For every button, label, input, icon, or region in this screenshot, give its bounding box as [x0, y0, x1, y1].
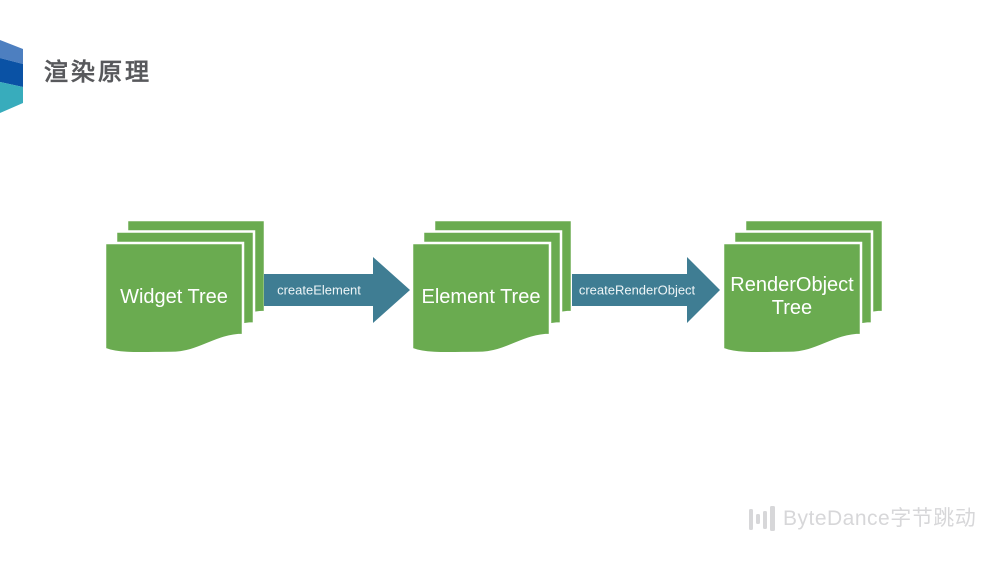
page-title: 渲染原理 — [44, 59, 152, 86]
brand-name-text: ByteDance字节跳动 — [783, 507, 977, 530]
node-label-widget-tree: Widget Tree — [120, 285, 228, 308]
block-arrow-shape — [572, 257, 720, 323]
bytedance-logo: ByteDance字节跳动 — [748, 502, 976, 532]
arrow-create-render-object — [572, 257, 720, 323]
document-shape-front — [105, 241, 245, 355]
accent-band-top — [0, 40, 23, 64]
widget-tree-stack — [105, 220, 265, 355]
arrow-label-create-render-object: createRenderObject — [578, 282, 696, 298]
element-tree-stack — [412, 220, 572, 355]
document-shape-front — [412, 241, 552, 355]
node-label-element-tree: Element Tree — [421, 285, 541, 308]
arrow-label-create-element: createElement — [277, 282, 361, 298]
node-label-render-object-tree: RenderObject Tree — [730, 274, 854, 319]
arrow-create-element — [264, 257, 410, 323]
block-arrow-shape — [264, 257, 410, 323]
document-shape-front — [723, 241, 863, 355]
render-object-tree-stack — [723, 220, 883, 355]
accent-band-middle — [0, 58, 23, 87]
accent-band-bottom — [0, 82, 23, 113]
slide-accent-decoration — [0, 40, 23, 113]
bytedance-bars-icon — [749, 506, 775, 531]
